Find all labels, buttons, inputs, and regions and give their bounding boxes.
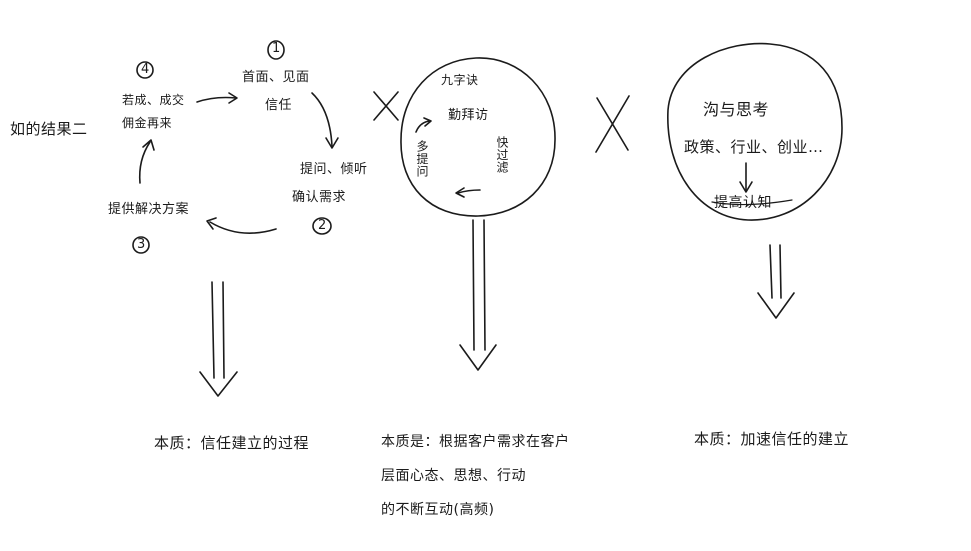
arrow-step3-to-step4-head: [142, 139, 155, 151]
caption-middle-line2: 层面心态、思想、行动: [381, 468, 526, 484]
right-circle-line3: 提高认知: [714, 195, 772, 211]
step1-line1: 首面、见面: [242, 70, 310, 85]
caption-middle-line1: 本质是：根据客户需求在客户: [381, 434, 570, 450]
step2-line2: 确认需求: [292, 190, 347, 205]
caption-right: 本质：加速信任的建立: [694, 430, 850, 448]
step1-line2: 信任: [265, 98, 293, 113]
arrow-step2-to-step3: [209, 221, 277, 234]
times-mark-right: [595, 95, 630, 153]
right-circle-line2: 政策、行业、创业…: [684, 138, 824, 156]
times-mark-left: [373, 91, 399, 121]
step4-line2: 佣金再来: [122, 116, 173, 130]
step1-circle: [267, 40, 285, 60]
step1-number: 1: [272, 41, 281, 56]
step2-line1: 提问、倾听: [300, 162, 368, 177]
step3-line1: 提供解决方案: [108, 202, 190, 217]
caption-left: 本质：信任建立的过程: [154, 434, 310, 452]
middle-circle: [400, 57, 556, 217]
step2-circle: [312, 217, 332, 235]
inner-arrow-bottom: [457, 189, 481, 194]
step3-circle: [132, 236, 150, 254]
down-arrow-left: [199, 281, 238, 397]
arrow-step2-to-step3-head: [206, 217, 217, 230]
arrow-step4-to-step1: [196, 96, 237, 103]
arrow-step1-to-step2: [311, 92, 333, 147]
middle-circle-right: 快过滤: [495, 136, 509, 174]
step2-number: 2: [318, 218, 327, 233]
step4-circle: [136, 61, 154, 79]
arrow-step1-to-step2-head: [325, 137, 339, 149]
down-arrow-middle: [459, 219, 497, 371]
inner-arrow-top: [415, 120, 431, 133]
arrow-step3-to-step4: [138, 141, 151, 184]
middle-circle-title: 九字诀: [441, 73, 479, 87]
middle-circle-left: 多提问: [415, 140, 429, 178]
step3-number: 3: [137, 237, 146, 252]
caption-middle-line3: 的不断互动(高频): [381, 502, 495, 518]
right-circle-line1: 沟与思考: [703, 100, 770, 119]
step4-number: 4: [141, 62, 150, 77]
step4-line1: 若成、成交: [122, 93, 185, 107]
arrow-step4-to-step1-head: [228, 92, 238, 104]
right-circle: [667, 42, 843, 221]
down-arrow-right: [757, 244, 795, 319]
middle-circle-top: 勤拜访: [448, 108, 489, 123]
left-title: 如的结果二: [10, 120, 88, 138]
